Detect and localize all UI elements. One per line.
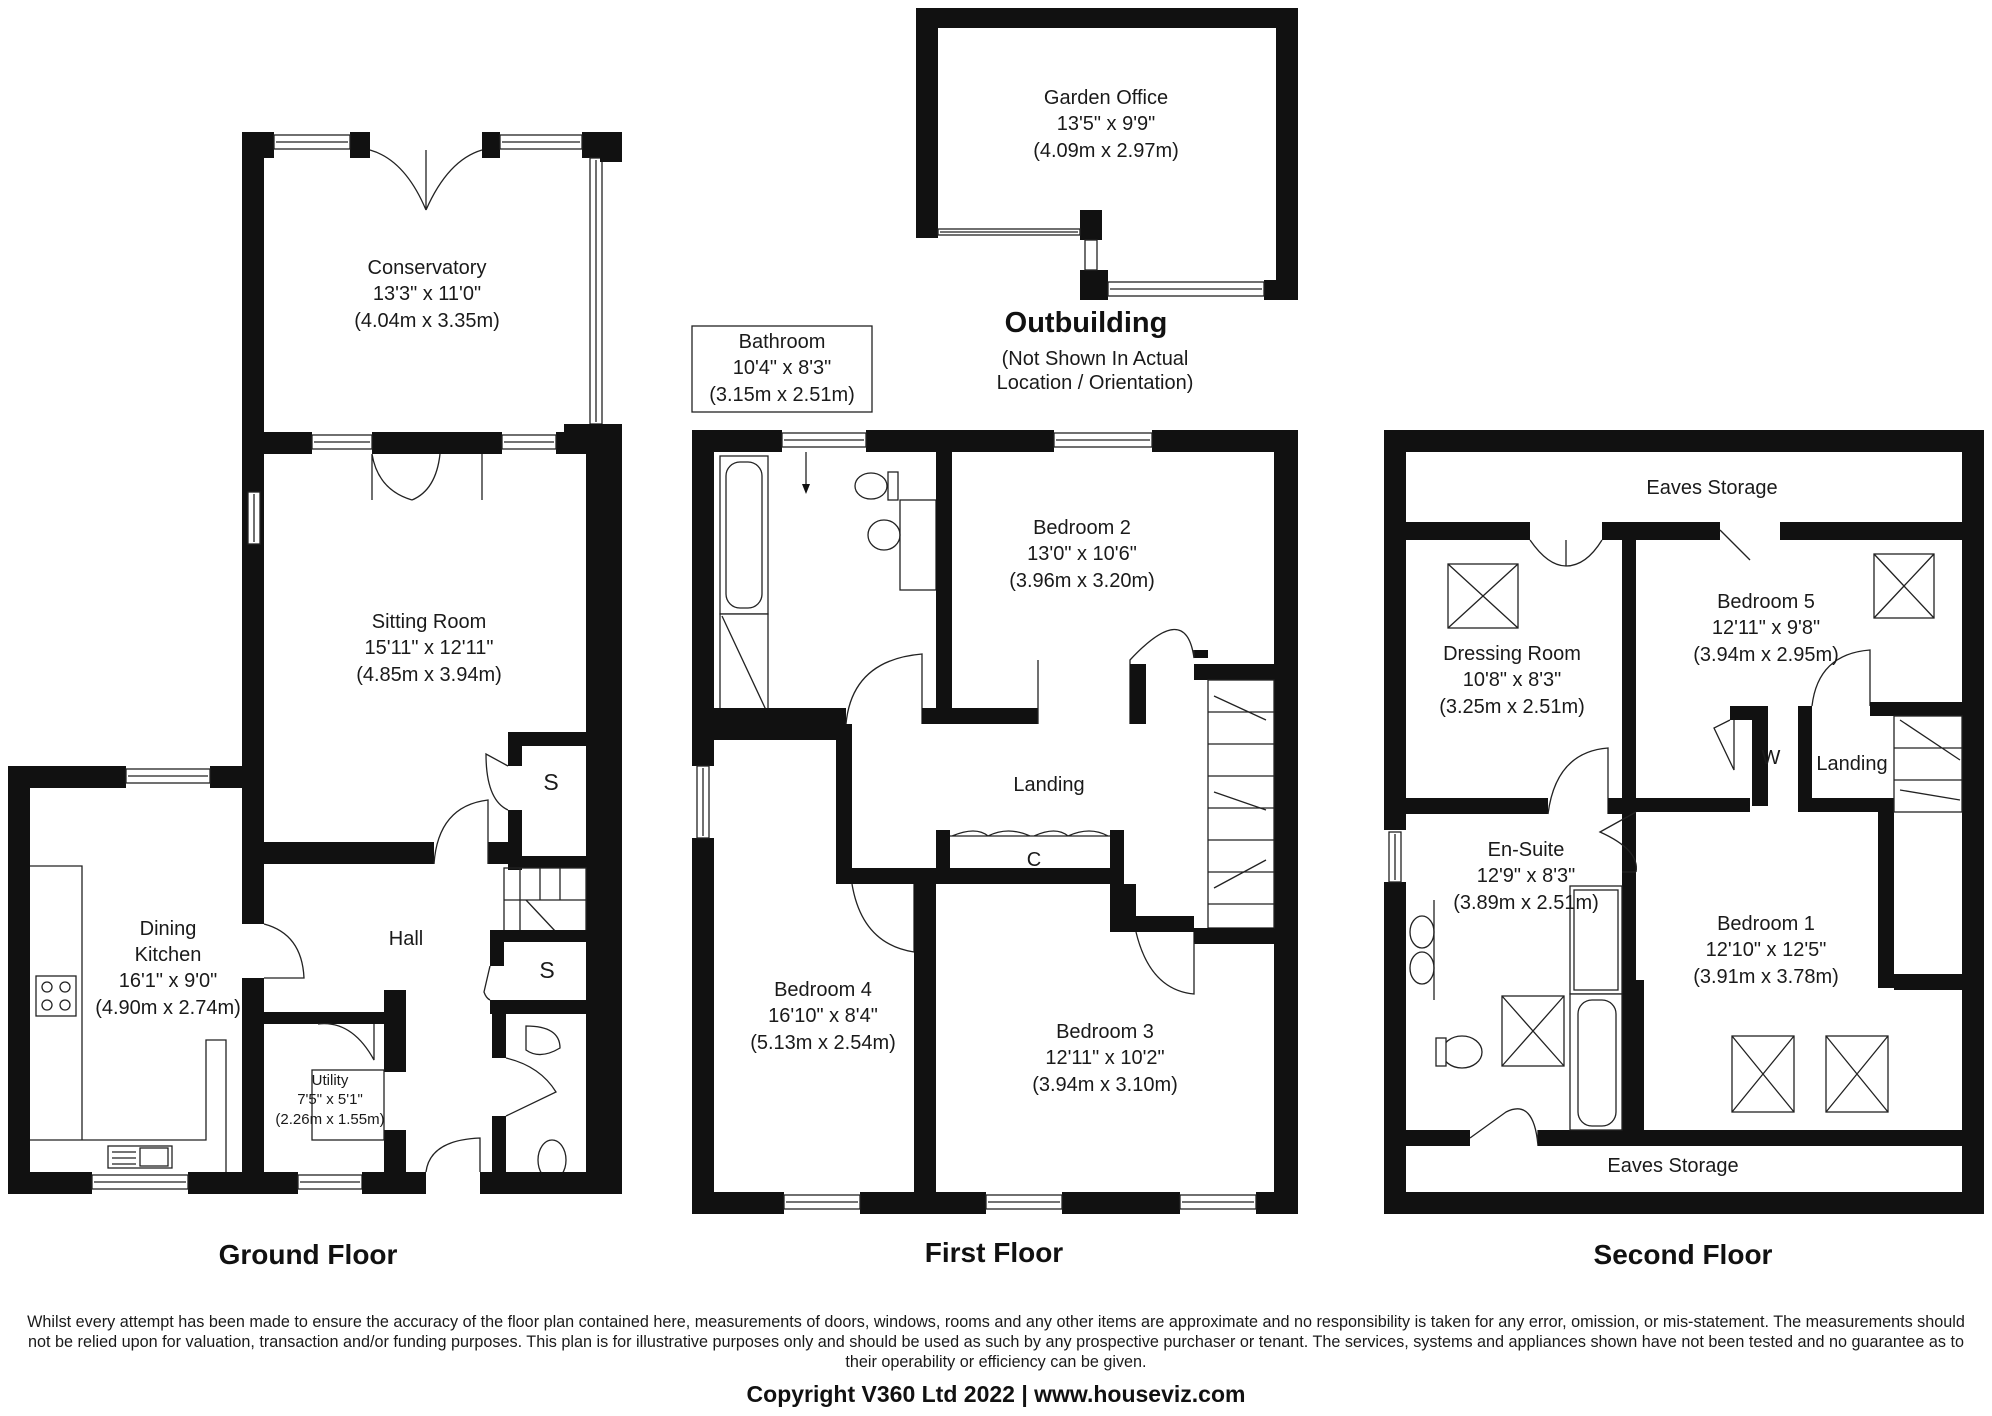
first-floor-plan: Bathroom 10'4" x 8'3" (3.15m x 2.51m) Be… (691, 325, 1298, 1268)
conservatory-name: Conservatory (368, 257, 487, 279)
en-suite-name: En-Suite (1488, 839, 1565, 861)
bedroom-2-metric: (3.96m x 3.20m) (1009, 570, 1155, 592)
second-floor-title: Second Floor (1594, 1239, 1773, 1270)
first-landing-name: Landing (1013, 774, 1084, 796)
utility-metric: (2.26m x 1.55m) (275, 1111, 384, 1128)
wardrobe-label: W (1762, 747, 1781, 769)
bedroom-5-metric: (3.94m x 2.95m) (1693, 644, 1839, 666)
first-floor-title: First Floor (925, 1237, 1064, 1268)
outbuilding-plan: Garden Office 13'5" x 9'9" (4.09m x 2.97… (916, 8, 1298, 394)
ground-floor-title: Ground Floor (219, 1239, 398, 1270)
bedroom-1-imperial: 12'10" x 12'5" (1706, 939, 1827, 961)
bedroom-3-metric: (3.94m x 3.10m) (1032, 1074, 1178, 1096)
outbuilding-note-line2: Location / Orientation) (997, 372, 1194, 394)
store-label-2: S (539, 957, 554, 983)
dressing-room-metric: (3.25m x 2.51m) (1439, 696, 1585, 718)
bathroom-metric: (3.15m x 2.51m) (709, 384, 855, 406)
dining-kitchen-metric: (4.90m x 2.74m) (95, 997, 241, 1019)
bedroom-1-name: Bedroom 1 (1717, 913, 1815, 935)
cupboard-label: C (1027, 849, 1041, 871)
dressing-room-name: Dressing Room (1443, 643, 1581, 665)
garden-office-metric: (4.09m x 2.97m) (1033, 140, 1179, 162)
utility-imperial: 7'5" x 5'1" (297, 1091, 363, 1108)
conservatory-metric: (4.04m x 3.35m) (354, 310, 500, 332)
dining-kitchen-imperial: 16'1" x 9'0" (119, 970, 218, 992)
hall-name: Hall (389, 928, 423, 950)
bedroom-3-imperial: 12'11" x 10'2" (1045, 1047, 1164, 1069)
copyright-text: Copyright V360 Ltd 2022 | www.houseviz.c… (746, 1381, 1246, 1407)
dressing-room-imperial: 10'8" x 8'3" (1463, 669, 1562, 691)
bathroom-imperial: 10'4" x 8'3" (733, 357, 832, 379)
bedroom-4-metric: (5.13m x 2.54m) (750, 1032, 896, 1054)
bedroom-5-name: Bedroom 5 (1717, 591, 1815, 613)
outbuilding-title: Outbuilding (1005, 307, 1168, 339)
bedroom-2-imperial: 13'0" x 10'6" (1027, 543, 1137, 565)
dining-kitchen-name-line1: Dining (140, 918, 197, 940)
sitting-room-name: Sitting Room (372, 611, 487, 633)
sitting-room-imperial: 15'11" x 12'11" (365, 637, 494, 659)
en-suite-metric: (3.89m x 2.51m) (1453, 892, 1599, 914)
disclaimer-text: Whilst every attempt has been made to en… (27, 1313, 1965, 1371)
en-suite-imperial: 12'9" x 8'3" (1477, 865, 1576, 887)
outbuilding-note-line1: (Not Shown In Actual (1002, 348, 1189, 370)
bedroom-2-name: Bedroom 2 (1033, 517, 1131, 539)
eaves-storage-bottom: Eaves Storage (1607, 1155, 1738, 1177)
dining-kitchen-name-line2: Kitchen (135, 944, 202, 966)
bedroom-3-name: Bedroom 3 (1056, 1021, 1154, 1043)
second-landing-name: Landing (1816, 753, 1887, 775)
bathroom-name: Bathroom (739, 331, 826, 353)
utility-name: Utility (312, 1072, 349, 1089)
ground-floor-plan: Conservatory 13'3" x 11'0" (4.04m x 3.35… (8, 132, 622, 1270)
garden-office-imperial: 13'5" x 9'9" (1057, 113, 1156, 135)
bedroom-4-imperial: 16'10" x 8'4" (768, 1005, 878, 1027)
bedroom-1-metric: (3.91m x 3.78m) (1693, 966, 1839, 988)
second-floor-plan: Eaves Storage Eaves Storage Dressing Roo… (1384, 430, 1984, 1270)
bedroom-5-imperial: 12'11" x 9'8" (1712, 617, 1820, 639)
sitting-room-metric: (4.85m x 3.94m) (356, 664, 502, 686)
conservatory-imperial: 13'3" x 11'0" (373, 283, 481, 305)
bedroom-4-name: Bedroom 4 (774, 979, 872, 1001)
eaves-storage-top: Eaves Storage (1646, 477, 1777, 499)
store-label-1: S (543, 769, 558, 795)
garden-office-name: Garden Office (1044, 87, 1168, 109)
